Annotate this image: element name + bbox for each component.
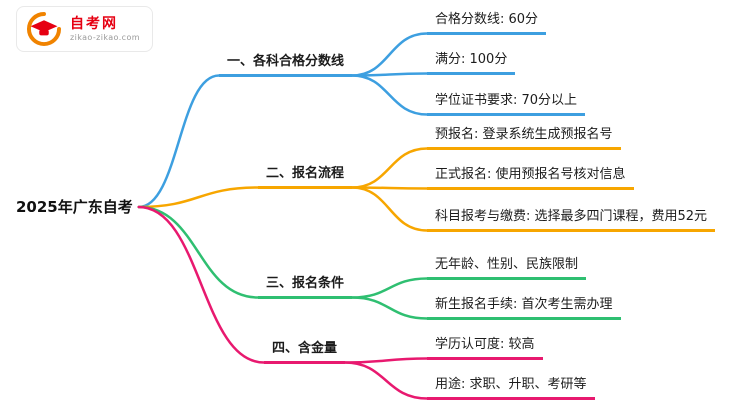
logo-subtitle: zikao-zikao.com [70,32,140,42]
topic-full-score-100: 满分: 100分 [427,47,516,75]
topic-usage: 用途: 求职、升职、考研等 [427,372,595,400]
topic-formal-registration: 正式报名: 使用预报名号核对信息 [427,162,634,190]
topic-no-age-gender-ethnic-limit: 无年龄、性别、民族限制 [427,252,587,280]
branch-value: 四、含金量 [263,336,345,364]
graduation-cap-icon [25,10,63,48]
logo-title: 自考网 [70,15,118,32]
logo-text: 自考网 zikao-zikao.com [70,16,140,43]
site-logo[interactable]: 自考网 zikao-zikao.com [16,6,153,52]
topic-pass-score-line-60: 合格分数线: 60分 [427,7,547,35]
topic-pre-registration: 预报名: 登录系统生成预报名号 [427,122,621,150]
branch-pass-score-lines: 一、各科合格分数线 [218,49,352,77]
root-topic: 2025年广东自考 [16,198,133,216]
branch-registration-process: 二、报名流程 [257,161,352,189]
topic-degree-recognition: 学历认可度: 较高 [427,332,543,360]
topic-degree-certificate-requirement: 学位证书要求: 70分以上 [427,88,586,116]
topic-subject-registration-payment: 科目报考与缴费: 选择最多四门课程，费用52元 [427,204,716,232]
topic-new-student-procedure: 新生报名手续: 首次考生需办理 [427,292,621,320]
branch-registration-conditions: 三、报名条件 [257,271,352,299]
